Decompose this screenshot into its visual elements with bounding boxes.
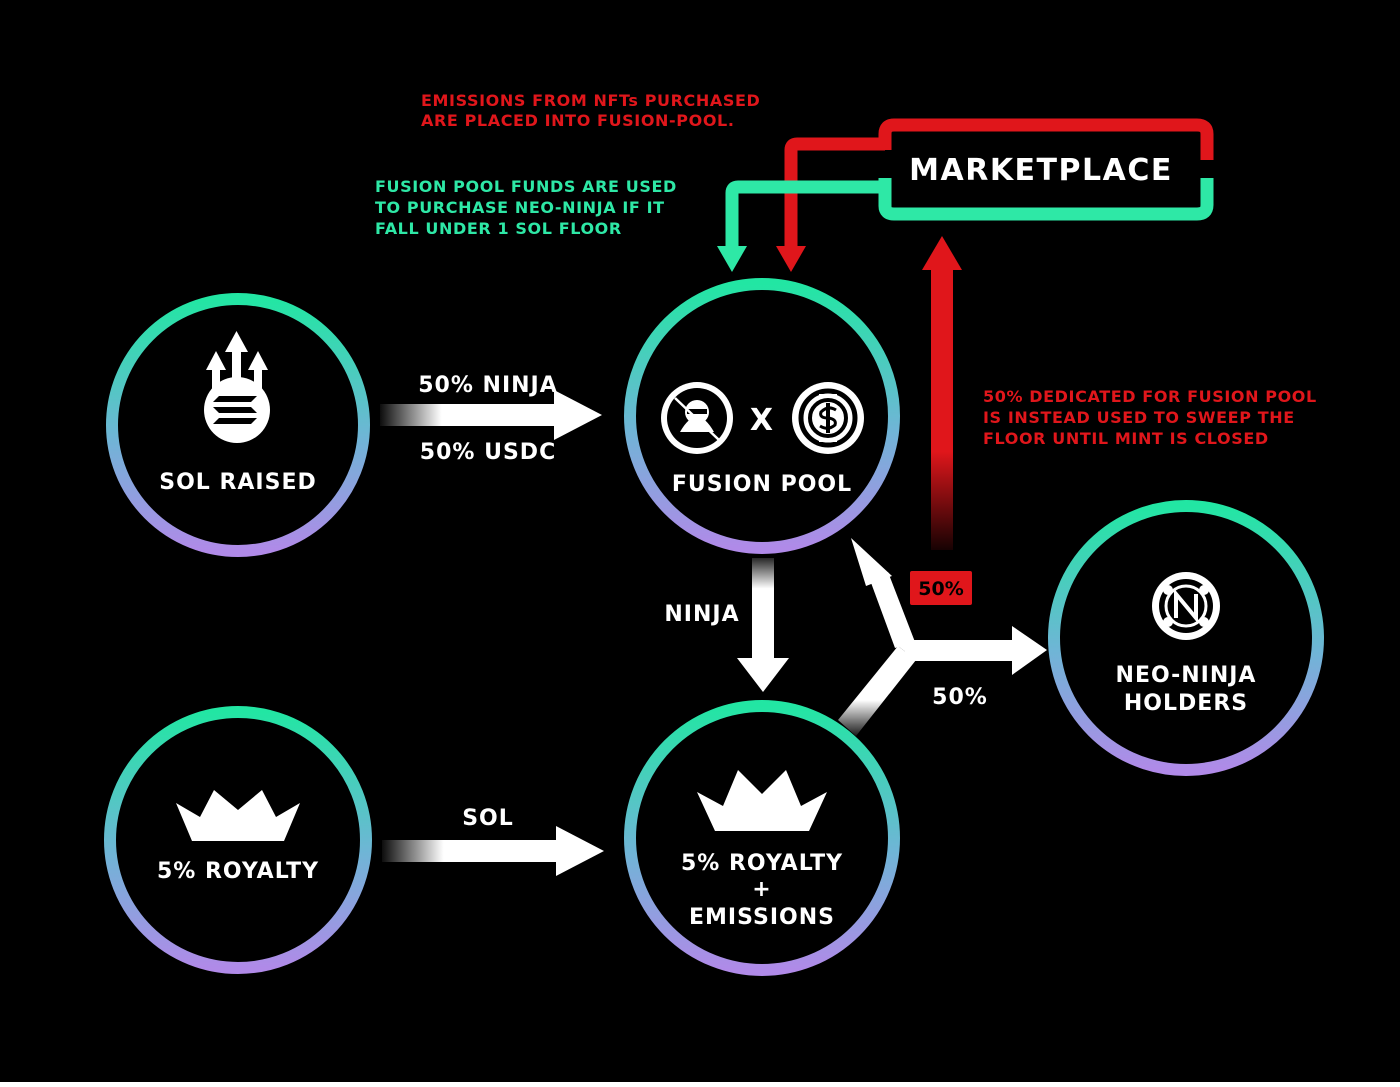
flow-label-ninja: NINJA	[664, 602, 739, 627]
node-fusion-pool: X FUSION POOL	[624, 278, 900, 554]
crown-icon	[697, 770, 827, 831]
note-dedicated-line1: 50% DEDICATED FOR FUSION POOL	[983, 387, 1317, 406]
royalty-emissions-line3: EMISSIONS	[689, 905, 835, 930]
node-five-royalty: 5% ROYALTY	[104, 706, 372, 974]
note-emissions: EMISSIONS FROM NFTs PURCHASED ARE PLACED…	[421, 91, 760, 130]
neo-ninja-logo-icon	[1152, 572, 1220, 640]
node-neo-ninja-holders: NEO-NINJA HOLDERS	[1048, 500, 1324, 776]
neo-ninja-line2: HOLDERS	[1124, 691, 1248, 716]
flow-label-50-holders: 50%	[932, 685, 988, 710]
royalty-emissions-line2: +	[752, 877, 771, 902]
crown-icon	[176, 790, 300, 841]
arrow-royalty-to-emissions	[382, 826, 604, 876]
badge-50-percent: 50%	[910, 571, 972, 605]
note-fusion-line1: FUSION POOL FUNDS ARE USED	[375, 177, 677, 196]
arrow-fusion-to-emissions	[737, 558, 789, 692]
usdc-icon	[792, 382, 864, 454]
note-emissions-line2: ARE PLACED INTO FUSION-POOL.	[421, 111, 735, 130]
note-fusion-line2: TO PURCHASE NEO-NINJA IF IT	[375, 198, 665, 217]
flow-label-sol: SOL	[462, 806, 514, 831]
marketplace-box: MARKETPLACE	[717, 118, 1214, 272]
note-dedicated-line3: FLOOR UNTIL MINT IS CLOSED	[983, 429, 1269, 448]
arrow-sol-to-fusion	[380, 390, 602, 440]
badge-50-label: 50%	[918, 578, 963, 600]
five-royalty-label: 5% ROYALTY	[157, 859, 319, 884]
note-dedicated-line2: IS INSTEAD USED TO SWEEP THE	[983, 408, 1295, 427]
flow-label-50-usdc: 50% USDC	[420, 440, 556, 465]
arrow-to-marketplace	[922, 236, 962, 550]
solana-arrows-icon	[204, 331, 270, 443]
fusion-pool-label: FUSION POOL	[672, 472, 852, 497]
note-fusion-line3: FALL UNDER 1 SOL FLOOR	[375, 219, 622, 238]
neo-ninja-line1: NEO-NINJA	[1116, 663, 1257, 688]
royalty-emissions-line1: 5% ROYALTY	[681, 851, 843, 876]
marketplace-label: MARKETPLACE	[909, 153, 1173, 188]
note-fusion-funds: FUSION POOL FUNDS ARE USED TO PURCHASE N…	[375, 177, 677, 238]
flow-label-50-ninja: 50% NINJA	[418, 373, 558, 398]
sol-raised-label: SOL RAISED	[159, 470, 317, 495]
node-sol-raised: SOL RAISED	[106, 293, 370, 557]
note-dedicated: 50% DEDICATED FOR FUSION POOL IS INSTEAD…	[983, 387, 1317, 448]
fusion-x-label: X	[750, 403, 774, 438]
ninja-token-icon	[661, 382, 733, 454]
arrow-emissions-split	[838, 538, 1047, 736]
node-royalty-emissions: 5% ROYALTY + EMISSIONS	[624, 700, 900, 976]
note-emissions-line1: EMISSIONS FROM NFTs PURCHASED	[421, 91, 760, 110]
